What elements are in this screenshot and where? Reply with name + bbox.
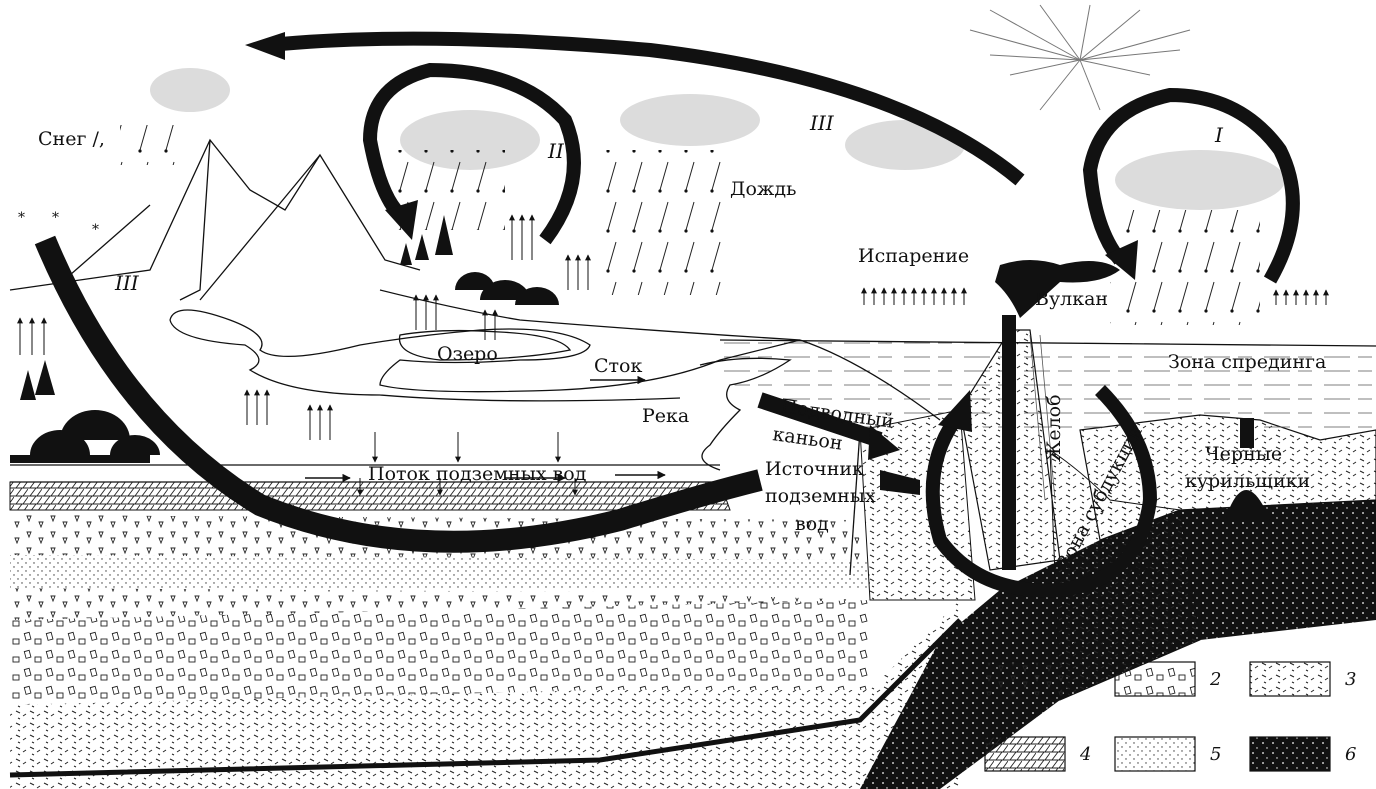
label-runoff: Сток xyxy=(594,355,642,377)
label-groundwater-flow: Поток подземных вод xyxy=(368,463,586,485)
label-cycle-I: I xyxy=(1214,123,1224,147)
legend-swatch-1 xyxy=(985,662,1065,696)
legend-swatch-5 xyxy=(1115,737,1195,771)
label-river: Река xyxy=(642,405,689,427)
label-source-3: вод xyxy=(795,513,829,535)
label-cycle-III-top: III xyxy=(809,111,835,135)
label-source-1: Источник xyxy=(765,458,864,480)
label-trench: Желоб xyxy=(1043,394,1065,462)
label-volcano: Вулкан xyxy=(1035,288,1108,310)
legend-num-4: 4 xyxy=(1079,744,1091,765)
label-lake: Озеро xyxy=(437,343,498,365)
svg-text:*: * xyxy=(18,210,25,226)
label-source-2: подземных xyxy=(765,485,876,507)
rain-area xyxy=(605,150,735,295)
cloud xyxy=(620,94,760,146)
label-black-smokers-1: Черные xyxy=(1205,443,1282,465)
legend-num-1: 1 xyxy=(1080,669,1091,690)
legend-swatch-6 xyxy=(1250,737,1330,771)
snow-slope-line xyxy=(70,205,150,275)
snow-area xyxy=(120,125,180,165)
runoff-line xyxy=(380,290,800,340)
layer-hatched xyxy=(10,482,730,510)
legend-num-3: 3 xyxy=(1345,669,1356,690)
legend-num-5: 5 xyxy=(1210,744,1221,765)
label-spreading-zone: Зона спрединга xyxy=(1168,351,1326,373)
legend-swatch-3 xyxy=(1250,662,1330,696)
layer-dots-upper xyxy=(10,555,870,590)
snowflakes: * * * xyxy=(18,210,99,238)
legend-num-6: 6 xyxy=(1345,744,1356,765)
label-snow: Снег /, xyxy=(38,128,105,150)
label-cycle-IV: IV xyxy=(1124,563,1150,587)
cloud xyxy=(1115,150,1285,210)
label-cycle-II: II xyxy=(547,139,565,163)
cloud xyxy=(150,68,230,112)
label-black-smokers-2: курильщики xyxy=(1185,470,1310,492)
legend-num-2: 2 xyxy=(1209,669,1221,690)
svg-text:*: * xyxy=(52,210,59,226)
legend-swatch-4 xyxy=(985,737,1065,771)
label-rain: Дождь xyxy=(730,178,796,200)
label-cycle-III-left: III xyxy=(114,271,140,295)
label-evaporation: Испарение xyxy=(858,245,969,267)
volcano-conduit xyxy=(1002,315,1016,570)
mountain-slope xyxy=(200,155,320,300)
svg-text:*: * xyxy=(92,222,99,238)
legend: 1 2 3 4 5 6 xyxy=(985,662,1356,771)
legend-swatch-2 xyxy=(1115,662,1195,696)
